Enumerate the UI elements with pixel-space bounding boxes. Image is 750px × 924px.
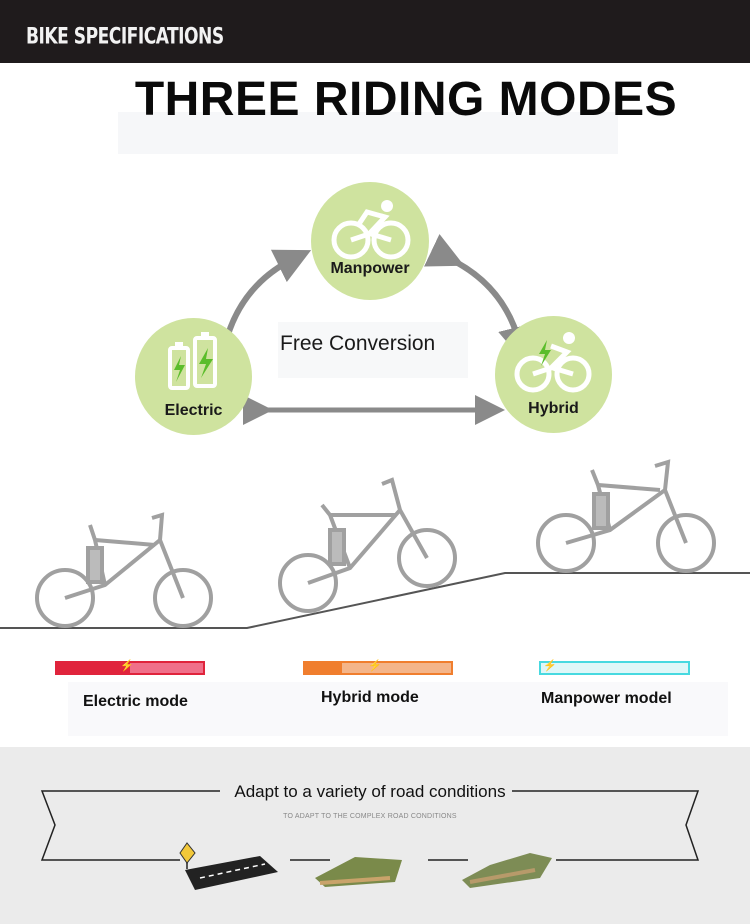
bike-1-icon: [35, 512, 213, 628]
e-cyclist-icon: [514, 332, 592, 393]
header-title: BIKE SPECIFICATIONS: [26, 24, 224, 50]
hybrid-mode-label: Hybrid mode: [321, 689, 419, 706]
free-conversion-text: Free Conversion: [280, 332, 436, 355]
lightning-icon: ⚡: [120, 660, 134, 672]
manpower-mode-circle: Manpower: [311, 182, 429, 300]
battery-fill: [305, 663, 342, 673]
bike-2-icon: [278, 477, 457, 613]
road-conditions-title: Adapt to a variety of road conditions: [234, 782, 506, 801]
battery-fill: [57, 663, 130, 673]
electric-mode-circle: Electric: [135, 318, 252, 435]
road-conditions-panel: [0, 747, 750, 924]
road-conditions-subtitle: TO ADAPT TO THE COMPLEX ROAD CONDITIONS: [283, 813, 457, 820]
header-bar: [0, 0, 750, 63]
hybrid-battery-bar: ⚡: [303, 660, 453, 675]
hybrid-mode-circle: Hybrid: [495, 316, 612, 433]
lightning-icon: ⚡: [368, 660, 382, 672]
battery-icon: [168, 332, 217, 390]
lightning-icon: ⚡: [543, 660, 557, 672]
center-text-shadow: [278, 322, 468, 378]
page-title: THREE RIDING MODES: [134, 73, 678, 126]
manpower-battery-bar: ⚡: [539, 660, 690, 675]
bike-3-icon: [536, 459, 716, 573]
electric-label: Electric: [164, 402, 223, 419]
title-shadow: [118, 112, 618, 154]
mode-labels-shadow: [68, 682, 728, 736]
electric-battery-bar: ⚡: [55, 660, 205, 675]
cyclist-icon: [331, 200, 411, 260]
hybrid-label: Hybrid: [528, 400, 579, 417]
manpower-mode-label: Manpower model: [541, 690, 672, 707]
electric-mode-label: Electric mode: [83, 693, 188, 710]
terrain-line: [0, 572, 750, 629]
manpower-label: Manpower: [330, 260, 410, 277]
